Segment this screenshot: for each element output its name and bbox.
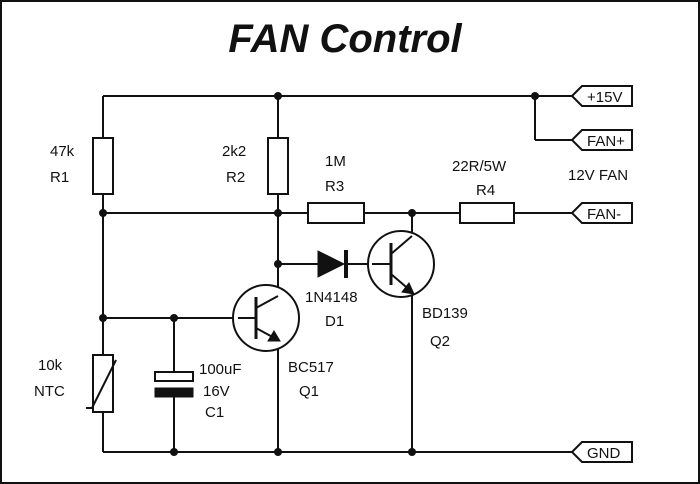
d1-ref: D1 (325, 313, 344, 330)
r3-ref: R3 (325, 178, 344, 195)
transistor-q2: BD139 Q2 (367, 230, 468, 350)
r2-value: 2k2 (222, 143, 246, 160)
junction-dots (99, 92, 539, 456)
c1-value: 100uF (199, 361, 242, 378)
port-vplus-label: +15V (587, 89, 622, 106)
r4-value: 22R/5W (452, 158, 507, 175)
page-title: FAN Control (228, 17, 462, 61)
diode-d1: 1N4148 D1 (305, 250, 358, 330)
port-gnd-label: GND (587, 445, 621, 462)
port-fan-minus: FAN- (570, 202, 633, 224)
c1-voltage: 16V (203, 383, 230, 400)
ntc-ref: NTC (34, 383, 65, 400)
port-gnd: GND (570, 441, 633, 463)
resistor-r2: 2k2 R2 (222, 137, 289, 195)
r3-value: 1M (325, 153, 346, 170)
q2-value: BD139 (422, 305, 468, 322)
port-vplus: +15V (570, 85, 633, 107)
capacitor-c1: 100uF 16V C1 (154, 361, 242, 421)
port-fan-minus-label: FAN- (587, 206, 621, 223)
q1-value: BC517 (288, 359, 334, 376)
thermistor-ntc: 10k NTC (34, 354, 117, 413)
q2-ref: Q2 (430, 333, 450, 350)
r1-ref: R1 (50, 169, 69, 186)
resistor-r4: 22R/5W R4 (452, 158, 515, 224)
fan-label: 12V FAN (568, 167, 628, 184)
transistor-q1: BC517 Q1 (232, 284, 334, 400)
port-fan-plus-label: FAN+ (587, 133, 625, 150)
wires (102, 95, 572, 453)
resistor-r1: 47k R1 (50, 137, 114, 195)
r2-ref: R2 (226, 169, 245, 186)
q1-ref: Q1 (299, 383, 319, 400)
d1-value: 1N4148 (305, 289, 358, 306)
c1-ref: C1 (205, 404, 224, 421)
ntc-value: 10k (38, 357, 63, 374)
r4-ref: R4 (476, 182, 495, 199)
resistor-r3: 1M R3 (307, 153, 365, 224)
r1-value: 47k (50, 143, 75, 160)
port-fan-plus: FAN+ (570, 129, 633, 151)
